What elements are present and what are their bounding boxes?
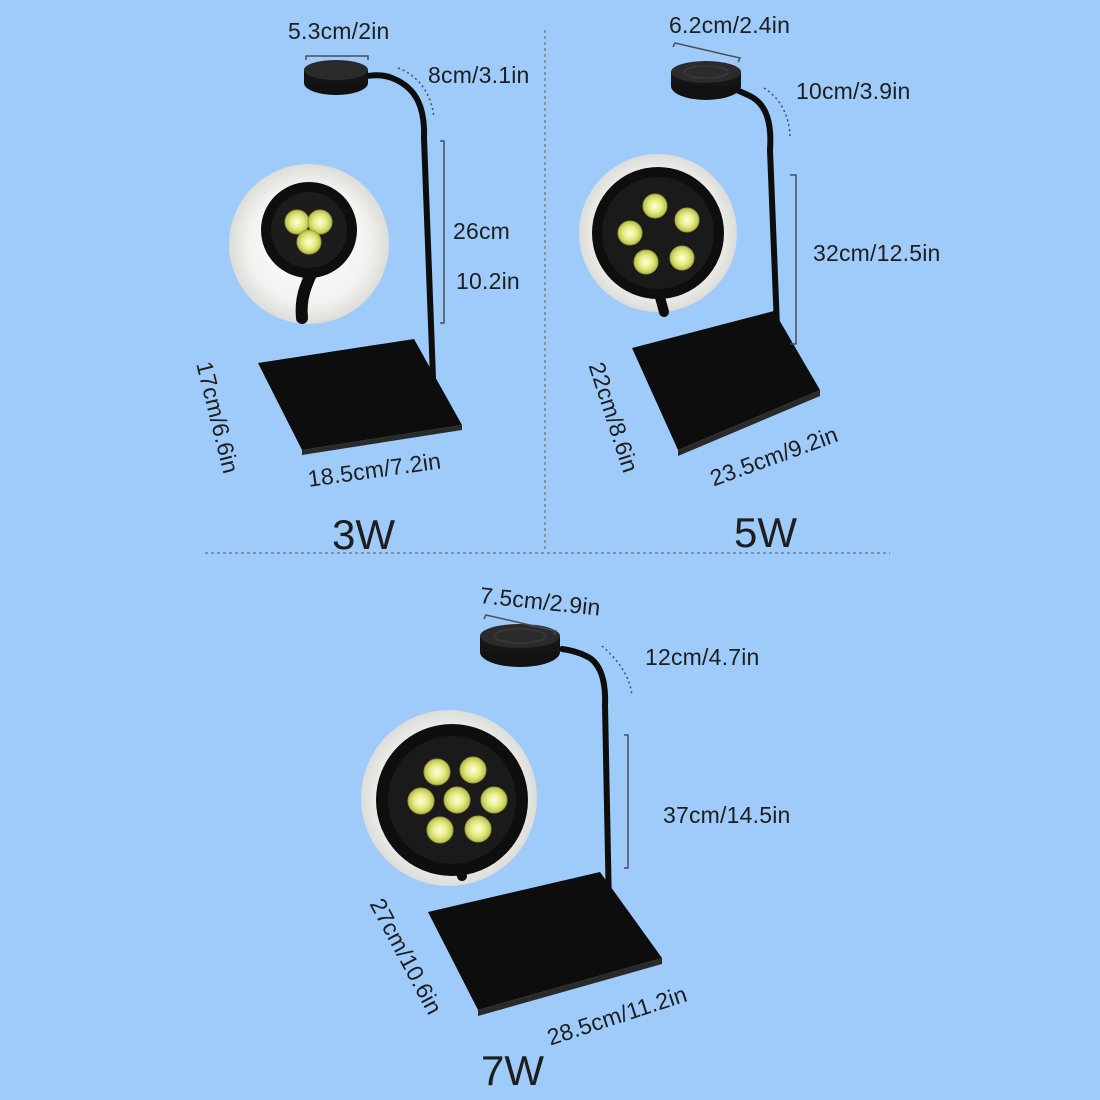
lamp-7w xyxy=(361,614,662,1016)
led-5w-4 xyxy=(633,249,659,275)
lamp-3w xyxy=(229,55,462,455)
head-diameter-label-3w: 5.3cm/2in xyxy=(288,18,390,44)
dim-line-pole-7w xyxy=(624,734,629,869)
gooseneck-length-label-3w: 8cm/3.1in xyxy=(428,62,530,88)
led-3w-3 xyxy=(296,229,322,255)
wattage-label-5w: 5W xyxy=(734,509,797,556)
dim-line-gooseneck-7w xyxy=(601,645,633,697)
base-plate-5w xyxy=(632,311,820,450)
dim-line-head-3w xyxy=(305,55,369,60)
led-5w-3 xyxy=(674,207,700,233)
gooseneck-7w xyxy=(559,646,609,708)
head-diameter-label-5w: 6.2cm/2.4in xyxy=(669,12,791,38)
lamp-5w xyxy=(579,42,820,456)
gooseneck-3w xyxy=(357,72,428,141)
base-plate-7w xyxy=(428,872,662,1010)
dim-line-pole-5w xyxy=(790,174,797,345)
led-7w-4 xyxy=(443,786,471,814)
lamp-head-5w xyxy=(671,61,741,83)
led-5w-2 xyxy=(617,220,643,246)
led-3w-2 xyxy=(307,209,333,235)
pole-7w xyxy=(602,702,612,911)
pole-height-in-label-3w: 10.2in xyxy=(456,268,520,294)
pole-height-cm-label-3w: 26cm xyxy=(453,218,511,244)
led-7w-3 xyxy=(407,787,435,815)
pole-height-label-7w: 37cm/14.5in xyxy=(663,802,791,828)
pole-5w xyxy=(767,147,781,355)
wattage-label-3w: 3W xyxy=(332,511,395,558)
led-5w-1 xyxy=(642,193,668,219)
gooseneck-length-label-5w: 10cm/3.9in xyxy=(796,78,911,104)
gooseneck-5w xyxy=(729,85,774,153)
lamp-head-3w xyxy=(304,60,368,80)
led-7w-7 xyxy=(464,815,492,843)
led-7w-6 xyxy=(426,816,454,844)
wattage-label-7w: 7W xyxy=(481,1047,544,1094)
dim-line-pole-3w xyxy=(440,140,445,324)
lamp-head-7w xyxy=(480,624,560,648)
led-7w-1 xyxy=(423,758,451,786)
led-7w-2 xyxy=(459,756,487,784)
pole-height-label-5w: 32cm/12.5in xyxy=(813,240,941,266)
gooseneck-length-label-7w: 12cm/4.7in xyxy=(645,644,760,670)
dim-line-head-5w xyxy=(672,42,742,63)
dim-line-head-7w xyxy=(483,614,558,636)
led-7w-5 xyxy=(480,786,508,814)
dim-line-gooseneck-3w xyxy=(397,67,435,119)
led-5w-5 xyxy=(669,245,695,271)
pole-3w xyxy=(421,135,436,381)
base-plate-3w xyxy=(258,339,462,450)
